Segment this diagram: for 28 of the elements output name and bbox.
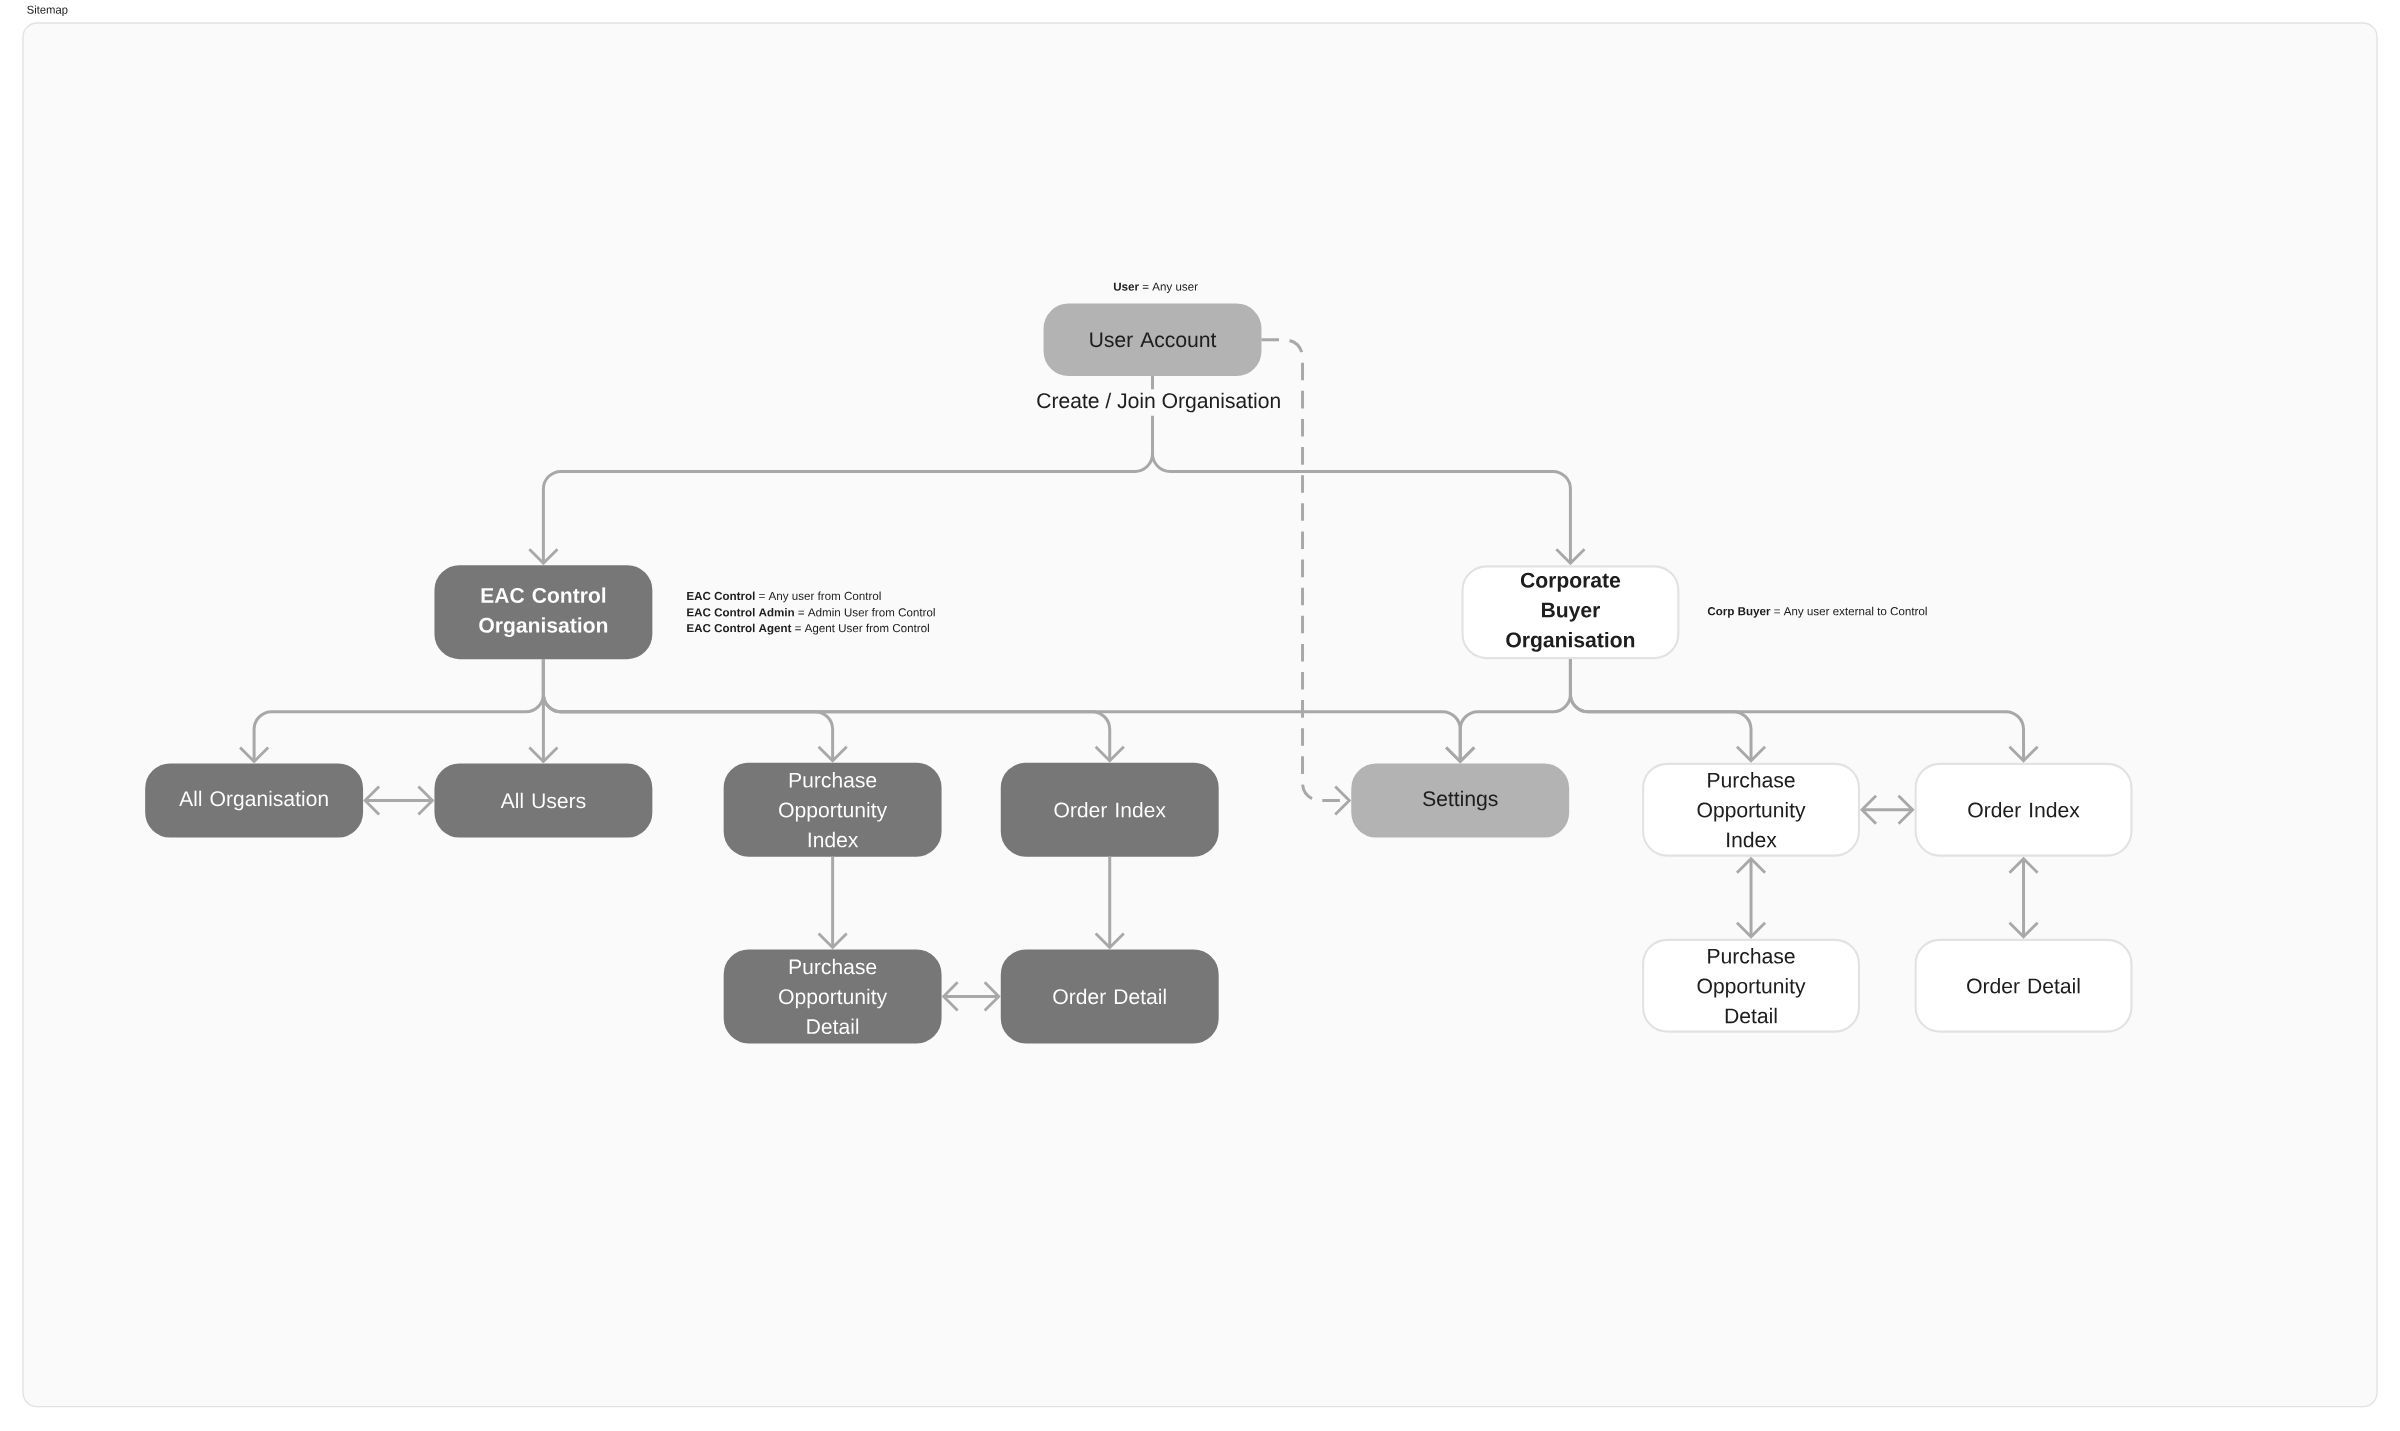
page-box: Order Detail (1000, 949, 1219, 1044)
note: EAC Control Admin = Admin User from Control (687, 608, 935, 617)
page-box: Purchase Opportunity Detail (1642, 938, 1860, 1033)
page-box: Order Detail (1914, 938, 2133, 1033)
title: Sitemap (27, 5, 68, 16)
note: EAC Control Agent = Agent User from Control (687, 623, 929, 635)
note: EAC Control = Any user from Control (687, 591, 881, 603)
page-box: Order Index (1914, 762, 2133, 857)
page-box: EAC Control Organisation (434, 565, 653, 660)
note: Corp Buyer = Any user external to Control (1707, 606, 1927, 618)
arrow (1735, 856, 1767, 939)
page-box: Corporate Buyer Organisation (1461, 565, 1680, 660)
page-box: Purchase Opportunity Index (723, 762, 942, 857)
page-box: Purchase Opportunity Index (1642, 762, 1860, 857)
page-box: User Account (1043, 303, 1262, 377)
arrow (1261, 338, 1352, 816)
note: User = Any user (1113, 282, 1198, 293)
arrow (1094, 856, 1125, 950)
arrow (1568, 659, 2039, 763)
page-box: All Organisation (145, 763, 364, 838)
arrow (817, 856, 848, 950)
arrow (2008, 856, 2039, 939)
page-box: All Users (434, 763, 653, 838)
page-box: Settings (1351, 763, 1570, 838)
page-box: Order Index (1000, 762, 1219, 857)
page-box: Purchase Opportunity Detail (723, 949, 942, 1044)
arrow (363, 785, 435, 816)
edge-label: Create / Join Organisation (1032, 389, 1285, 416)
